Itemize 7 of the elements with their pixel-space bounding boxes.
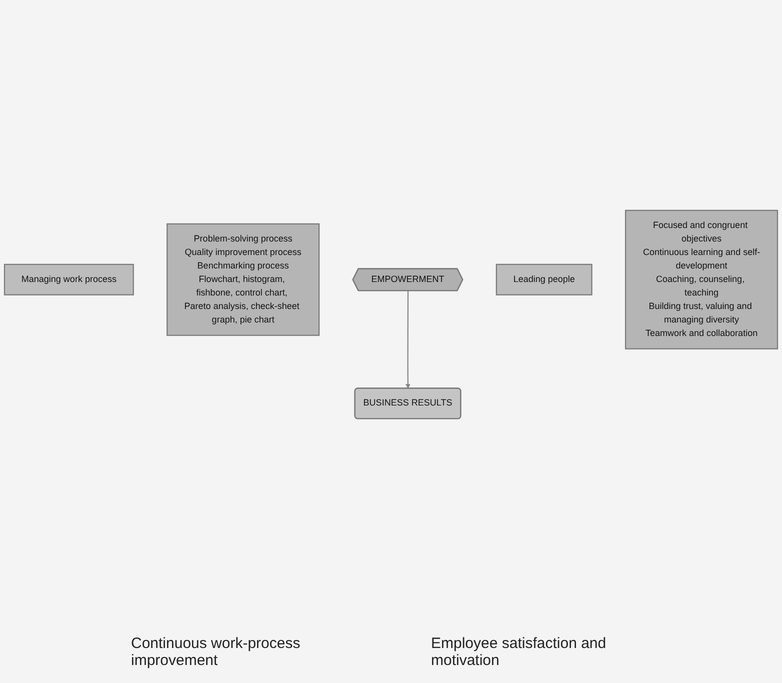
node-box: Managing work process xyxy=(4,264,134,296)
arrow xyxy=(406,290,410,389)
node-box: Problem-solving process Quality improvement process Benchmarking process Flowchart, histogram, fishbone, control chart, Pareto analysis, check-sheet graph, pie chart xyxy=(166,223,320,336)
node-box: Leading people xyxy=(496,264,592,296)
annotation-text: Employee satisfaction and motivation xyxy=(431,635,608,669)
annotation-text: Continuous work-process improvement xyxy=(131,635,302,669)
node-box: Focused and congruent objectives Continuous learning and self-development Coaching, counseling, teaching Building trust, valuing and managing diversity Teamwork and collaboration xyxy=(624,210,778,350)
